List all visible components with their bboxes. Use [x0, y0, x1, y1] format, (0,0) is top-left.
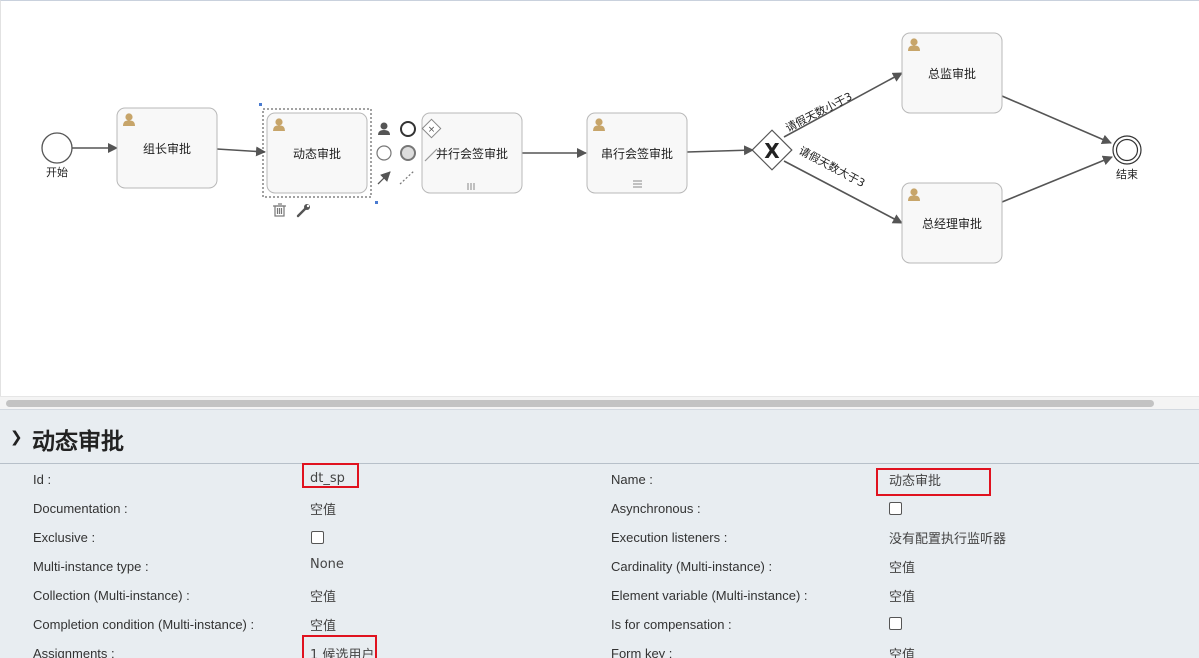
svg-text:×: ×	[428, 125, 436, 135]
start-event[interactable]: 开始	[41, 132, 73, 179]
parallel-multi-instance-icon	[467, 183, 475, 190]
flow-zzsp-dtsp[interactable]	[216, 146, 266, 157]
horizontal-scrollbar[interactable]	[0, 396, 1199, 410]
prop-value-element-variable[interactable]: 空值	[889, 590, 916, 605]
flow-gateway-zjsp[interactable]	[783, 72, 903, 138]
gateway-x-icon: X	[764, 139, 780, 163]
prop-label-multi-instance-type: Multi-instance type :	[33, 559, 149, 574]
wrench-icon[interactable]	[296, 204, 310, 218]
append-intermediate-event-icon[interactable]	[376, 145, 392, 161]
prop-label-documentation: Documentation :	[33, 501, 128, 516]
flow-label-less-than-3: 请假天数小于3	[783, 89, 854, 135]
exclusive-checkbox[interactable]	[311, 531, 324, 544]
task-zjsp-label: 总监审批	[928, 66, 976, 81]
task-cxhq-label: 串行会签审批	[601, 146, 673, 161]
task-dtsp[interactable]: 动态审批	[259, 103, 378, 204]
sequence-flows	[72, 72, 1113, 224]
properties-title: 动态审批	[32, 429, 124, 455]
prop-value-assignments[interactable]: 1 候选用户	[310, 648, 375, 658]
prop-label-cardinality: Cardinality (Multi-instance) :	[611, 559, 773, 574]
properties-header[interactable]: ❯ 动态审批	[0, 410, 1199, 464]
highlight-id-box	[302, 463, 359, 488]
connect-text-icon[interactable]	[424, 148, 438, 162]
prop-value-multi-instance-type[interactable]: None	[310, 557, 344, 572]
highlight-assignments-box	[302, 635, 377, 658]
flow-zjsp-end[interactable]	[1001, 95, 1112, 145]
prop-label-form-key: Form key :	[611, 646, 673, 658]
scrollbar-thumb[interactable]	[6, 400, 1154, 407]
end-event-label: 结束	[1116, 168, 1138, 181]
prop-label-name: Name :	[611, 472, 653, 487]
prop-label-assignments: Assignments :	[33, 646, 115, 658]
append-end-event-icon[interactable]	[400, 121, 416, 137]
end-event[interactable]: 结束	[1112, 135, 1142, 181]
prop-label-exclusive: Exclusive :	[33, 530, 96, 545]
exclusive-gateway[interactable]: X	[751, 129, 793, 171]
prop-value-id[interactable]: dt_sp	[310, 471, 345, 486]
prop-label-execution-listeners: Execution listeners :	[611, 530, 728, 545]
start-event-label: 开始	[46, 165, 68, 179]
prop-label-id: Id :	[33, 472, 52, 487]
task-zzsp[interactable]: 组长审批	[116, 107, 218, 189]
highlight-name-box	[876, 468, 991, 496]
task-bxhq[interactable]: 并行会签审批	[421, 112, 523, 194]
prop-value-name[interactable]: 动态审批	[889, 474, 942, 489]
properties-panel: ❯ 动态审批 Id : dt_sp Documentation : 空值 Exc…	[0, 410, 1199, 658]
append-gateway-icon[interactable]: ×	[421, 118, 442, 139]
compensation-checkbox[interactable]	[889, 617, 902, 630]
append-user-task-icon[interactable]	[378, 122, 390, 136]
flow-label-greater-than-3: 请假天数大于3	[797, 143, 868, 190]
task-zjlsp-label: 总经理审批	[922, 216, 982, 231]
context-pad: ×	[273, 118, 442, 218]
prop-label-collection: Collection (Multi-instance) :	[33, 588, 190, 603]
task-bxhq-label: 并行会签审批	[436, 146, 508, 161]
flow-zjlsp-end[interactable]	[1001, 155, 1113, 203]
task-dtsp-label: 动态审批	[293, 146, 341, 161]
prop-label-asynchronous: Asynchronous :	[611, 501, 701, 516]
selection-box	[262, 108, 372, 198]
flow-cxhq-gateway[interactable]	[686, 145, 754, 156]
sequential-multi-instance-icon	[633, 180, 642, 188]
connect-sequence-icon[interactable]	[377, 171, 391, 185]
task-zzsp-label: 组长审批	[143, 141, 191, 156]
delete-icon[interactable]	[273, 203, 286, 217]
resize-handle-bottom-right[interactable]	[375, 201, 378, 204]
change-type-icon[interactable]	[400, 145, 416, 161]
prop-label-completion-condition: Completion condition (Multi-instance) :	[33, 617, 255, 632]
resize-handle-top-left[interactable]	[259, 103, 262, 106]
prop-label-is-for-compensation: Is for compensation :	[611, 617, 732, 632]
prop-value-cardinality[interactable]: 空值	[889, 561, 916, 576]
prop-value-execution-listeners[interactable]: 没有配置执行监听器	[889, 532, 1007, 547]
task-cxhq[interactable]: 串行会签审批	[586, 112, 688, 194]
prop-label-element-variable: Element variable (Multi-instance) :	[611, 588, 808, 603]
task-zjsp[interactable]: 总监审批	[901, 32, 1003, 114]
prop-value-completion-condition[interactable]: 空值	[310, 619, 337, 634]
asynchronous-checkbox[interactable]	[889, 502, 902, 515]
task-zjlsp[interactable]: 总经理审批	[901, 182, 1003, 264]
diagram-canvas[interactable]: 开始 组长审批 动态审批 并行会签审批	[0, 0, 1199, 396]
flow-gateway-zjlsp[interactable]	[783, 160, 903, 224]
prop-value-collection[interactable]: 空值	[310, 590, 337, 605]
chevron-down-icon[interactable]: ❯	[10, 428, 23, 446]
prop-value-documentation[interactable]: 空值	[310, 503, 337, 518]
connect-association-icon[interactable]	[399, 170, 415, 185]
prop-value-form-key[interactable]: 空值	[889, 648, 916, 658]
